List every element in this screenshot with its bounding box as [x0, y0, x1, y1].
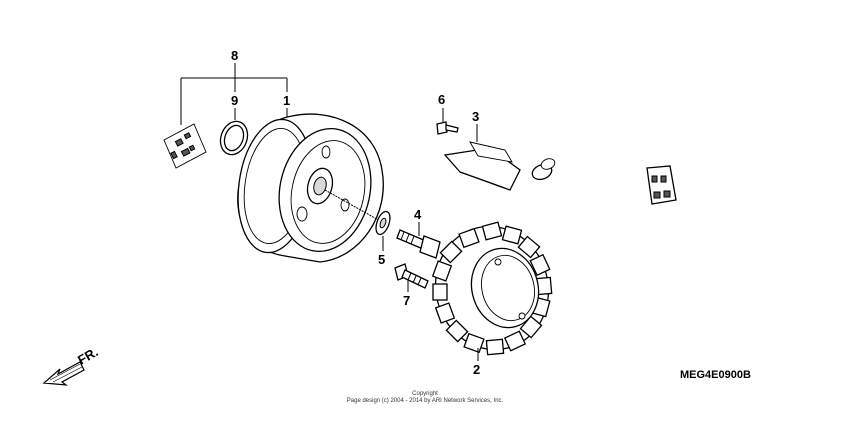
label-sheet: [163, 123, 207, 169]
washer-part-5: [375, 210, 391, 236]
callout-6: 6: [438, 92, 445, 107]
clamp-plate-part-3: [443, 141, 521, 191]
copyright-line-2: Page design (c) 2004 - 2014 by ARI Netwo…: [347, 398, 504, 404]
diagram-code: MEG4E0900B: [680, 369, 751, 381]
bolt-part-4: [396, 229, 441, 259]
callout-8: 8: [231, 48, 238, 63]
stator-part-2: [431, 221, 553, 356]
callout-2: 2: [473, 362, 480, 377]
callout-4: 4: [414, 207, 422, 222]
front-arrow-icon: [42, 361, 85, 386]
flywheel-part-1: [237, 113, 384, 263]
wire-harness: [531, 116, 667, 245]
bolt-part-6: [436, 121, 459, 135]
stator-coils: [431, 221, 553, 356]
connector: [646, 165, 677, 205]
callout-8-bracket: [180, 63, 288, 125]
o-ring-part-9: [219, 120, 249, 156]
bolt-part-7: [394, 263, 429, 289]
callout-9: 9: [231, 93, 238, 108]
callout-3: 3: [472, 109, 479, 124]
copyright-line-1: Copyright: [412, 391, 438, 397]
callout-5: 5: [378, 252, 385, 267]
callout-7: 7: [403, 293, 410, 308]
callout-1: 1: [283, 93, 290, 108]
